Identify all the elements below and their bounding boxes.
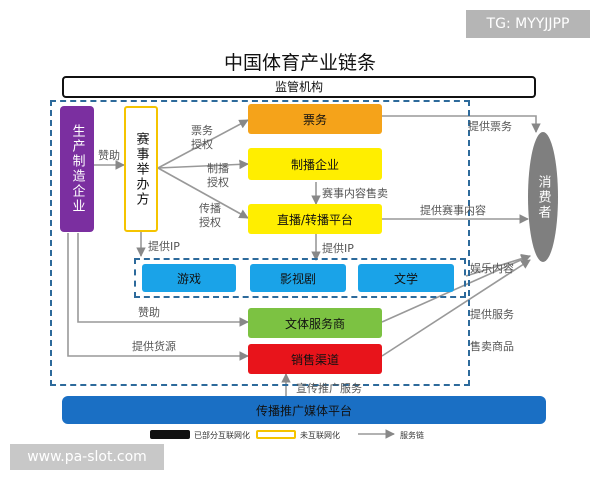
film-box: 影视剧 bbox=[250, 264, 346, 292]
legend-partial-label: 已部分互联网化 bbox=[194, 431, 250, 440]
sales-channel-box: 销售渠道 bbox=[248, 344, 382, 374]
label-provide-service: 提供服务 bbox=[470, 308, 514, 321]
diagram-title: 中国体育产业链条 bbox=[223, 52, 376, 74]
ticketing-box: 票务 bbox=[248, 104, 382, 134]
label-event-content-sale: 赛事内容售卖 bbox=[322, 187, 388, 200]
label-provide-event-content: 提供赛事内容 bbox=[420, 204, 486, 217]
arrow-broadcast-license bbox=[157, 159, 249, 170]
literature-box: 文学 bbox=[358, 264, 454, 292]
label-ticket-license: 票务授权 bbox=[191, 124, 213, 151]
label-provide-ip-left: 提供IP bbox=[148, 240, 180, 253]
label-provide-ip-mid: 提供IP bbox=[322, 242, 354, 255]
watermark-site: www.pa-slot.com bbox=[10, 444, 164, 470]
legend-none-swatch bbox=[256, 430, 296, 439]
culture-sports-box: 文体服务商 bbox=[248, 308, 382, 338]
label-provide-tickets: 提供票务 bbox=[468, 120, 512, 133]
arrow-transmit-license bbox=[157, 167, 249, 219]
label-entertainment-content: 娱乐内容 bbox=[470, 262, 514, 275]
label-promotion: 宣传推广服务 bbox=[296, 382, 362, 395]
label-sponsor-bottom: 赞助 bbox=[138, 306, 160, 319]
media-platform-bar: 传播推广媒体平台 bbox=[62, 396, 546, 424]
arrow-ticket-license bbox=[157, 119, 249, 169]
watermark-tag: TG: MYYJJPP bbox=[466, 10, 590, 38]
label-sponsor-top: 赞助 bbox=[98, 149, 120, 162]
arrow-entertainment-content bbox=[465, 253, 531, 277]
arrow-sponsor-bottom bbox=[77, 233, 249, 327]
legend-partial-swatch bbox=[150, 430, 190, 439]
label-broadcast-license: 制播授权 bbox=[207, 162, 229, 189]
legend-service-chain-label: 服务链 bbox=[400, 431, 424, 440]
legend-none-label: 未互联网化 bbox=[300, 431, 340, 440]
consumer-ellipse: 消费者 bbox=[528, 132, 558, 262]
organizer-box: 赛事举办方 bbox=[124, 106, 158, 232]
label-sell-goods: 售卖商品 bbox=[470, 340, 514, 353]
industry-frame bbox=[50, 100, 470, 386]
live-platform-box: 直播/转播平台 bbox=[248, 204, 382, 234]
broadcast-company-box: 制播企业 bbox=[248, 148, 382, 180]
content-frame bbox=[134, 258, 466, 298]
label-supply: 提供货源 bbox=[132, 340, 176, 353]
game-box: 游戏 bbox=[142, 264, 236, 292]
producer-box: 生产制造企业 bbox=[60, 106, 94, 232]
arrow-supply bbox=[67, 233, 249, 361]
label-transmit-license: 传播授权 bbox=[199, 202, 221, 229]
regulator-box: 监管机构 bbox=[62, 76, 536, 98]
arrow-provide-tickets bbox=[382, 115, 541, 133]
arrow-sell-goods bbox=[381, 259, 531, 357]
arrow-provide-service bbox=[381, 255, 531, 323]
